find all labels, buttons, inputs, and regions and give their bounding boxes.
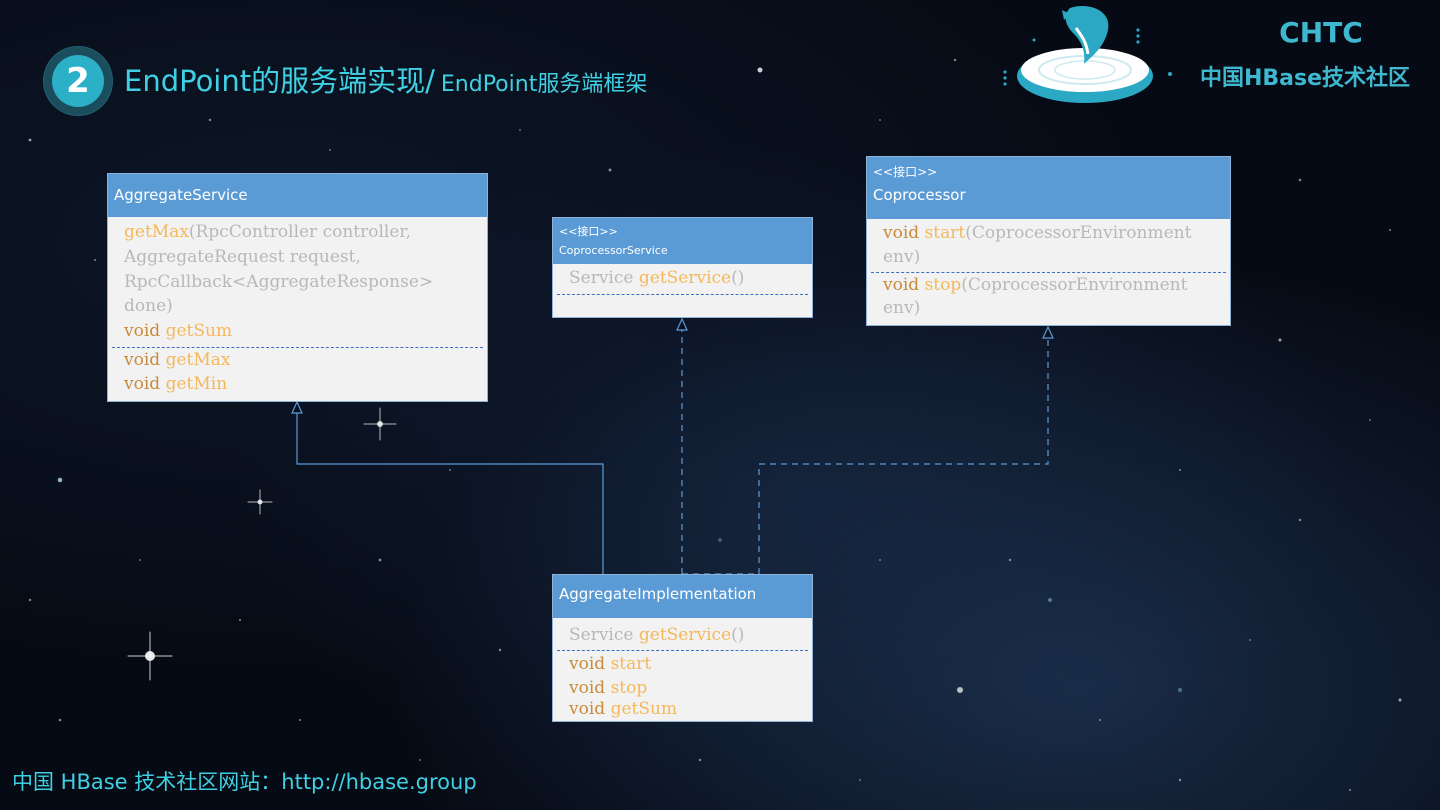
operation-row: done) bbox=[124, 296, 173, 316]
uml-class-aggregate-service: AggregateService getMax(RpcController co… bbox=[107, 173, 488, 402]
class-name: AggregateImplementation bbox=[559, 585, 757, 603]
class-header: AggregateService bbox=[108, 174, 487, 217]
class-name: AggregateService bbox=[114, 186, 248, 204]
title-main: EndPoint的服务端实现/ bbox=[124, 64, 435, 98]
operation-row: void getSum bbox=[124, 321, 233, 341]
class-header: <<接口>> Coprocessor bbox=[867, 157, 1230, 219]
operation-row: Service getService() bbox=[569, 625, 745, 645]
class-name: Coprocessor bbox=[873, 186, 966, 204]
section-number: 2 bbox=[52, 55, 104, 107]
page-title: EndPoint的服务端实现/EndPoint服务端框架 bbox=[124, 58, 647, 100]
stereotype-label: <<接口>> bbox=[559, 225, 618, 238]
realization-arrowhead-coprocessor bbox=[1042, 325, 1054, 339]
generalization-line bbox=[296, 413, 604, 574]
orca-logo-icon bbox=[1003, 6, 1172, 103]
brand-subtitle: 中国HBase技术社区 bbox=[1200, 66, 1411, 91]
uml-interface-coprocessor: <<接口>> Coprocessor void start(Coprocesso… bbox=[866, 156, 1231, 326]
operation-row: void getSum bbox=[569, 699, 678, 719]
operation-row: void start(CoprocessorEnvironment bbox=[883, 223, 1192, 243]
operation-row: void getMax bbox=[124, 350, 231, 370]
operation-row: void getMin bbox=[124, 374, 228, 394]
footer-website: 中国 HBase 技术社区网站：http://hbase.group bbox=[12, 770, 477, 794]
operation-row: env) bbox=[883, 247, 921, 267]
generalization-arrowhead bbox=[291, 400, 303, 414]
section-number-badge: 2 bbox=[43, 46, 113, 116]
operation-row: void stop(CoprocessorEnvironment bbox=[883, 275, 1188, 295]
uml-class-aggregate-implementation: AggregateImplementation Service getServi… bbox=[552, 574, 813, 722]
operation-row: Service getService() bbox=[569, 268, 745, 288]
operation-row: void start bbox=[569, 654, 652, 674]
brand-name: CHTC bbox=[1279, 16, 1363, 49]
stereotype-label: <<接口>> bbox=[873, 165, 938, 179]
operation-separator bbox=[557, 294, 808, 295]
realization-line-coprocessor bbox=[758, 338, 1049, 574]
operation-separator bbox=[871, 272, 1226, 273]
class-header: AggregateImplementation bbox=[553, 575, 812, 618]
operation-row: RpcCallback<AggregateResponse> bbox=[124, 272, 434, 292]
operation-row: getMax(RpcController controller, bbox=[124, 222, 412, 242]
realization-arrowhead-coprocessor-service bbox=[676, 317, 688, 331]
operation-separator bbox=[112, 347, 483, 348]
title-sub: EndPoint服务端框架 bbox=[440, 72, 648, 97]
operation-row: AggregateRequest request, bbox=[124, 247, 361, 267]
class-name: CoprocessorService bbox=[559, 244, 668, 257]
class-header: <<接口>> CoprocessorService bbox=[553, 218, 812, 264]
uml-interface-coprocessor-service: <<接口>> CoprocessorService Service getSer… bbox=[552, 217, 813, 318]
operation-separator bbox=[557, 650, 808, 651]
operation-row: env) bbox=[883, 298, 921, 318]
operation-row: void stop bbox=[569, 678, 648, 698]
